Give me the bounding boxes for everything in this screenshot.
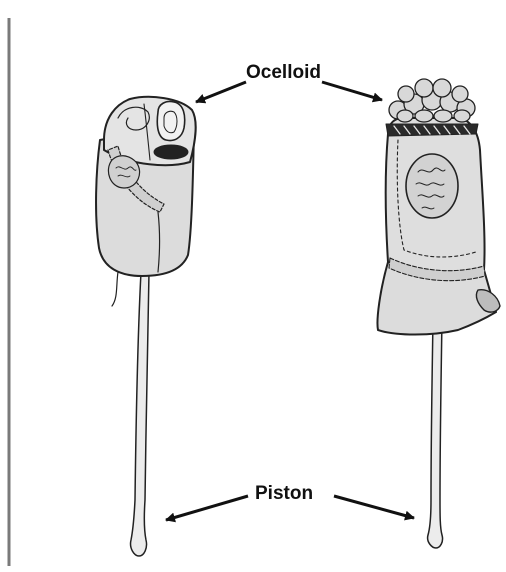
piston-arrow-right [334, 496, 414, 518]
right-cell [377, 79, 500, 548]
piston-label: Piston [255, 484, 313, 503]
left-ocelloid-lens [157, 101, 184, 140]
right-piston [428, 320, 443, 548]
left-cell [96, 97, 196, 556]
left-piston [131, 272, 149, 556]
left-pigment-cup [154, 145, 188, 159]
ocelloid-arrow-right [322, 82, 382, 100]
ocelloid-label: Ocelloid [246, 63, 321, 82]
right-ocelloid-cluster [389, 79, 475, 122]
piston-arrow-left [166, 496, 248, 520]
left-inner-organelle [108, 156, 139, 188]
left-filament [112, 272, 118, 306]
ocelloid-arrow-left [196, 82, 246, 102]
